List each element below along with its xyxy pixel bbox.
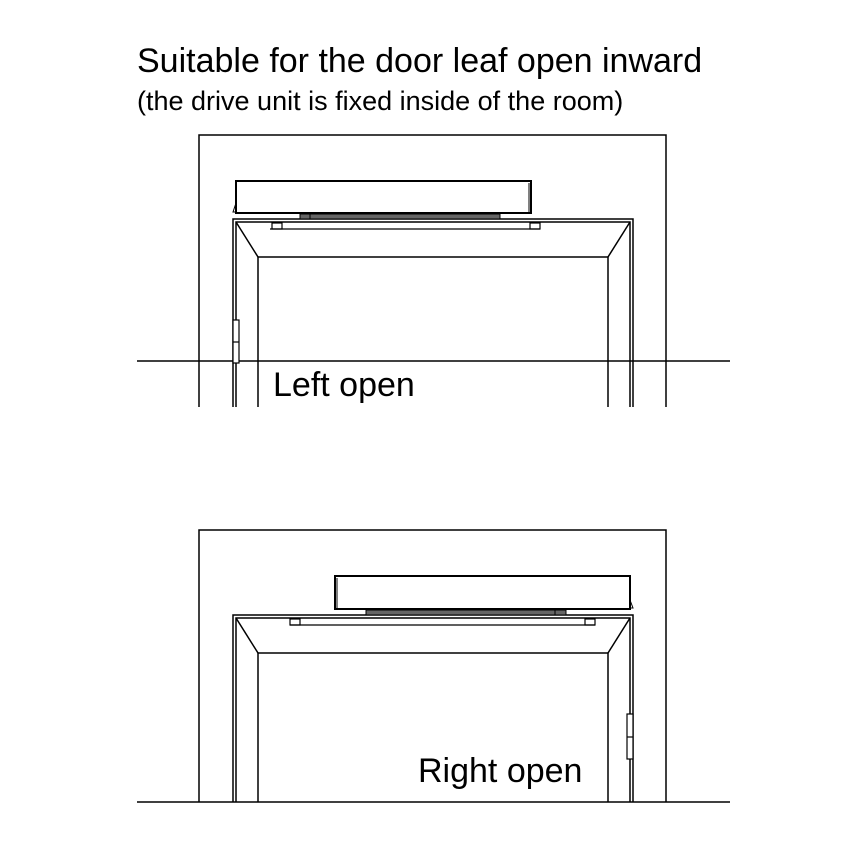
diagram-subtitle: (the drive unit is fixed inside of the r… [137,86,624,116]
wall-outline [198,529,667,802]
left-open-diagram [137,134,730,407]
drive-unit [235,180,532,214]
door-opening [257,256,609,407]
right-open-label: Right open [418,752,583,790]
bracket-left [289,618,301,626]
drive-unit [334,575,631,610]
bracket-right [529,222,541,230]
drive-rail [365,609,567,616]
wall-outline [198,134,667,407]
drive-rail [299,213,501,220]
left-open-label: Left open [273,366,415,404]
diagram-title: Suitable for the door leaf open inward [137,42,703,80]
right-open-diagram [137,529,730,803]
door-opening [257,652,609,802]
bracket-left [271,222,283,230]
bracket-right [584,618,596,626]
